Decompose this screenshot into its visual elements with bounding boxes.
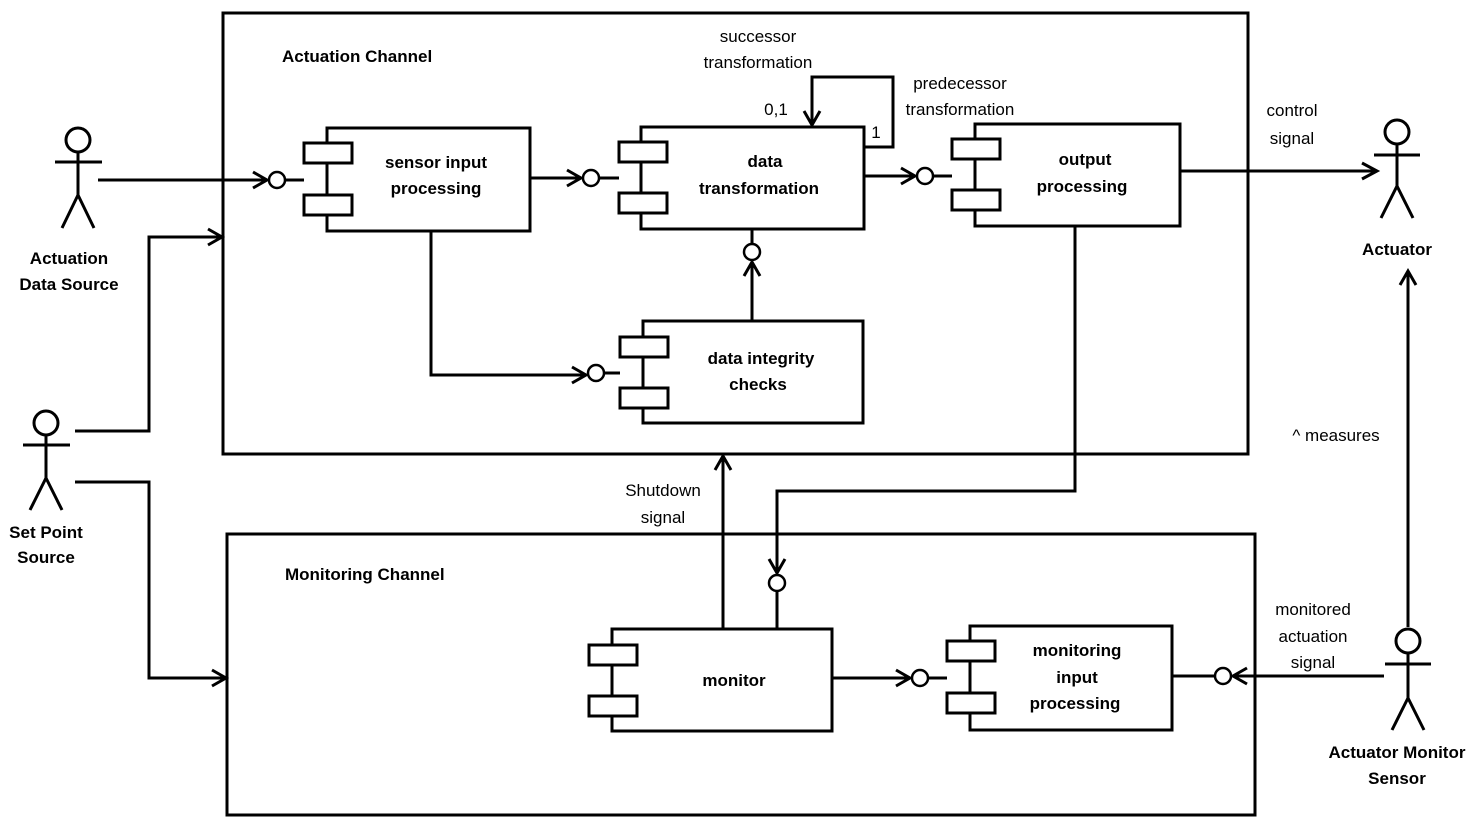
monitored-signal-label-2: actuation — [1279, 627, 1348, 646]
multiplicity-1: 1 — [871, 123, 880, 142]
actor-actuation-data-source-label-2: Data Source — [19, 275, 118, 294]
monitor-label: monitor — [702, 671, 766, 690]
control-signal-label-1: control — [1266, 101, 1317, 120]
predecessor-label-2: transformation — [906, 100, 1015, 119]
data-transformation-label-2: transformation — [699, 179, 819, 198]
measures-label: ^ measures — [1292, 426, 1379, 445]
component-monitor: monitor — [587, 627, 834, 733]
successor-label-2: transformation — [704, 53, 813, 72]
output-processing-label-1: output — [1059, 150, 1112, 169]
component-data-integrity-checks: data integrity checks — [618, 319, 865, 425]
component-output-processing: output processing — [950, 122, 1182, 228]
sensor-input-label-2: processing — [391, 179, 482, 198]
connectors — [75, 75, 1418, 688]
shutdown-signal-label-2: signal — [641, 508, 685, 527]
component-sensor-input-processing: sensor input processing — [302, 126, 532, 233]
actor-set-point-source-icon — [23, 409, 70, 511]
monitoring-input-label-1: monitoring — [1033, 641, 1122, 660]
multiplicity-0-1: 0,1 — [764, 100, 788, 119]
shutdown-signal-label-1: Shutdown — [625, 481, 701, 500]
actor-actuator-monitor-sensor-label-1: Actuator Monitor — [1329, 743, 1466, 762]
provided-interfaces — [267, 166, 1233, 688]
actor-set-point-source-label-1: Set Point — [9, 523, 83, 542]
actor-actuator-icon — [1374, 118, 1420, 219]
actor-actuator-monitor-sensor-icon — [1385, 627, 1431, 731]
actor-actuation-data-source-icon — [55, 126, 102, 229]
component-data-transformation: data transformation — [617, 125, 866, 231]
actor-set-point-source-label-2: Source — [17, 548, 75, 567]
monitored-signal-label-1: monitored — [1275, 600, 1351, 619]
component-monitoring-input-processing: monitoring input processing — [945, 624, 1174, 732]
control-signal-label-2: signal — [1270, 129, 1314, 148]
sensor-input-label-1: sensor input — [385, 153, 487, 172]
actuation-channel-title: Actuation Channel — [282, 47, 432, 66]
monitoring-input-label-2: input — [1056, 668, 1098, 687]
output-processing-label-2: processing — [1037, 177, 1128, 196]
successor-label-1: successor — [720, 27, 797, 46]
actor-actuator-label: Actuator — [1362, 240, 1432, 259]
data-integrity-label-2: checks — [729, 375, 787, 394]
monitoring-input-label-3: processing — [1030, 694, 1121, 713]
actor-actuation-data-source-label-1: Actuation — [30, 249, 108, 268]
data-integrity-label-1: data integrity — [708, 349, 815, 368]
monitored-signal-label-3: signal — [1291, 653, 1335, 672]
predecessor-label-1: predecessor — [913, 74, 1007, 93]
actuation-channel-frame — [221, 11, 1250, 456]
monitoring-channel-title: Monitoring Channel — [285, 565, 445, 584]
data-transformation-label-1: data — [748, 152, 784, 171]
actor-actuator-monitor-sensor-label-2: Sensor — [1368, 769, 1426, 788]
